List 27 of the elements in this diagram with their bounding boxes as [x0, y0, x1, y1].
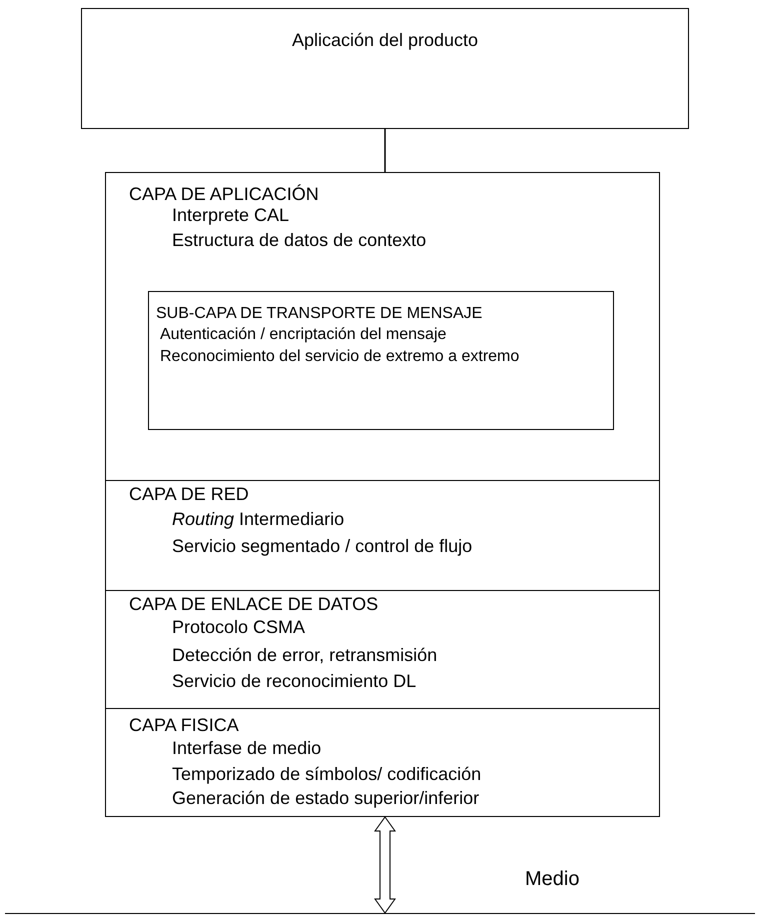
layer-text: Autenticación / encriptación del mensaje — [160, 325, 446, 345]
layer-text: Interfase de medio — [172, 737, 322, 760]
layer-heading: CAPA DE RED — [129, 483, 249, 506]
layer-heading: CAPA FISICA — [129, 714, 239, 737]
layer-box — [105, 590, 660, 709]
layer-text: Detección de error, retransmisión — [172, 644, 438, 667]
medium-label: Medio — [525, 867, 580, 892]
double-arrow — [374, 816, 396, 914]
layer-text: Temporizado de símbolos/ codificación — [172, 763, 482, 786]
layer-box — [105, 172, 660, 481]
layer-box — [105, 480, 660, 591]
layer-text: Aplicación del producto — [290, 29, 480, 52]
layer-text: Interprete CAL — [172, 204, 290, 227]
application-box — [81, 8, 689, 129]
layer-heading: CAPA DE APLICACIÓN — [129, 183, 319, 206]
layer-box — [105, 708, 660, 817]
layer-text: Reconocimiento del servicio de extremo a extremo — [159, 347, 520, 367]
layer-text: Servicio segmentado / control de flujo — [172, 535, 472, 558]
connector-line — [384, 129, 386, 172]
layer-heading: CAPA DE ENLACE DE DATOS — [129, 593, 378, 616]
sublayer-box — [148, 291, 614, 430]
layer-text: Servicio de reconocimiento DL — [172, 670, 416, 693]
layer-text: Estructura de datos de contexto — [172, 229, 426, 252]
layer-heading: SUB-CAPA DE TRANSPORTE DE MENSAJE — [156, 304, 482, 324]
layer-text: Protocolo CSMA — [172, 616, 306, 639]
layer-text: Generación de estado superior/inferior — [172, 787, 480, 810]
layer-text: Routing Intermediario — [172, 508, 344, 531]
